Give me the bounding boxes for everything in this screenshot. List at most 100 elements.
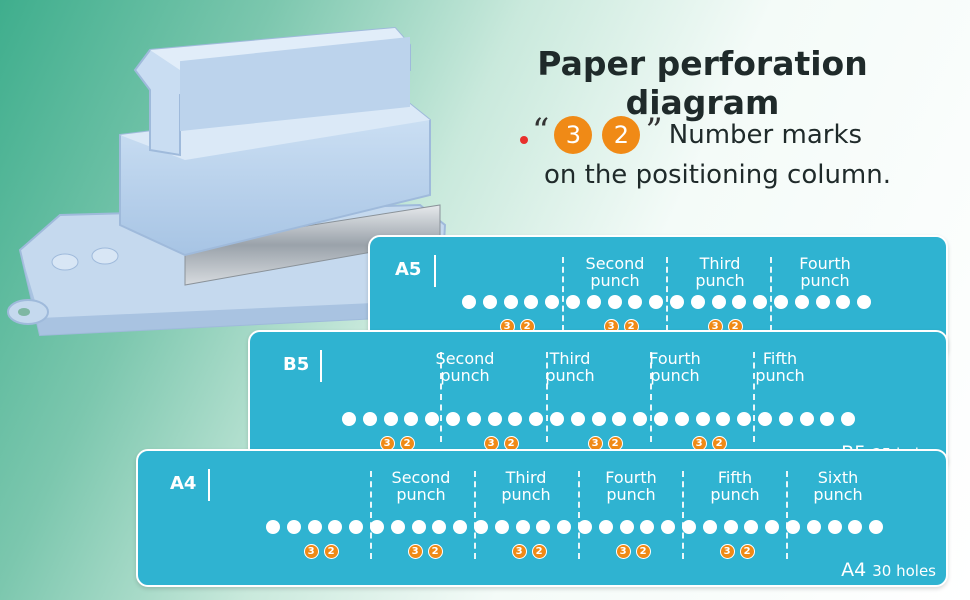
punch-hole [794,295,809,309]
punch-hole [765,520,780,534]
badge-3: 3 [554,116,593,154]
punch-hole [744,520,759,534]
punch-hole [550,412,564,426]
punch-hole [266,520,280,534]
hole-punch-illustration [7,26,447,337]
subtitle: on the positioning column. [543,160,891,190]
punch-hole [806,520,821,534]
punch-hole [446,412,460,426]
mark-badge-3: 3 [511,544,527,559]
punch-hole [716,412,731,426]
page-title: Paper perforation diagram [537,44,868,122]
paper-size-label: B5 [283,354,310,375]
punch-hole [774,295,788,309]
punch-hole [578,520,592,534]
punch-hole [566,295,580,309]
punch-divider [370,471,372,559]
punch-hole [607,295,622,309]
punch-divider [546,352,548,442]
punch-hole [619,520,634,534]
punch-hole [695,412,710,426]
close-quote: ” [645,111,663,151]
punch-hole [411,520,426,534]
punch-hole [557,520,572,534]
punch-hole [711,295,726,309]
label-tick [320,350,322,382]
punch-divider [753,352,755,442]
punch-hole [536,520,551,534]
red-dot-icon [520,136,528,144]
punch-hole [349,520,364,534]
punch-hole [732,295,747,309]
punch-divider [440,352,442,442]
punch-hole [286,520,301,534]
mark-badge-2: 2 [427,544,443,559]
punch-hole [586,295,601,309]
punch-hole [815,295,830,309]
holes-count: 30 holes [872,562,936,580]
punch-hole [857,295,872,309]
punch-hole [390,520,405,534]
paper-size-label: A5 [395,259,422,280]
punch-divider [650,352,652,442]
punch-hole [723,520,738,534]
mark-badge-2: 2 [323,544,339,559]
punch-hole [661,520,676,534]
punch-hole [827,520,842,534]
holes-total: A4 30 holes [841,559,936,581]
punch-hole [737,412,752,426]
punch-hole [820,412,835,426]
mark-badge-2: 2 [531,544,547,559]
punch-hole [628,295,643,309]
punch-hole [778,412,793,426]
punch-hole [425,412,440,426]
punch-divider [474,471,476,559]
punch-divider [786,471,788,559]
punch-hole [869,520,884,534]
punch-hole [432,520,447,534]
punch-hole [848,520,863,534]
punch-hole [482,295,497,309]
punch-hole [545,295,560,309]
paper-size-label: A4 [170,473,197,494]
open-quote: “ [532,111,550,151]
punch-divider [578,471,580,559]
punch-hole [404,412,419,426]
punch-hole [591,412,606,426]
punch-hole [370,520,384,534]
punch-hole [753,295,768,309]
punch-hole [799,412,814,426]
punch-hole [690,295,705,309]
number-marks-text: Number marks [668,120,863,150]
punch-hole [598,520,613,534]
badge-2: 2 [602,116,641,154]
punch-hole [515,520,530,534]
holes-total-size: A4 [841,559,873,581]
mark-badge-3: 3 [407,544,423,559]
punch-hole [702,520,717,534]
punch-hole [362,412,377,426]
mark-badge-2: 2 [739,544,755,559]
mark-badge-2: 2 [635,544,651,559]
mark-badge-3: 3 [303,544,319,559]
punch-hole [307,520,322,534]
punch-hole [570,412,585,426]
punch-hole [466,412,481,426]
punch-hole [654,412,668,426]
label-tick [434,255,436,287]
punch-hole [612,412,627,426]
punch-hole [670,295,684,309]
punch-hole [529,412,544,426]
punch-hole [503,295,518,309]
mark-badge-3: 3 [615,544,631,559]
punch-hole [487,412,502,426]
